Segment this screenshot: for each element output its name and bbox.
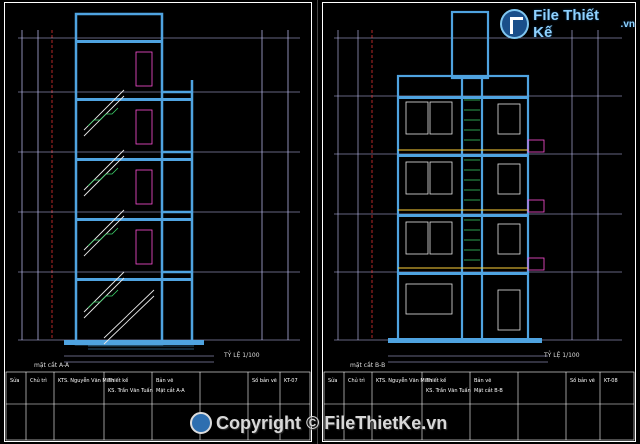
brand-name: File Thiết Kế (533, 7, 600, 41)
section-caption: mặt cắt B-B (350, 362, 386, 369)
title-cell: Mặt cắt A-A (156, 388, 185, 394)
drawing-sheet-left[interactable]: mặt cắt A-A TỶ LỆ 1/100 Sửa Chủ trì KTS.… (4, 0, 312, 444)
title-cell: KT-08 (604, 378, 618, 384)
title-cell: Bản vẽ (156, 378, 174, 384)
drawing-sheet-right[interactable]: mặt cắt B-B TỶ LỆ 1/100 Sửa Chủ trì KTS.… (322, 0, 636, 444)
title-cell: KS. Trần Văn Tuấn (426, 388, 471, 394)
title-cell: Số bản vẽ (570, 378, 595, 384)
title-cell: KS. Trần Văn Tuấn (108, 388, 153, 394)
sheet-frame (4, 2, 312, 442)
section-caption: mặt cắt A-A (34, 362, 70, 369)
section-b-drawing (323, 10, 635, 441)
footer-watermark: Copyright © FileThietKe.vn (190, 412, 447, 434)
title-cell: Thiết kế (108, 378, 129, 384)
copyright-text: Copyright © FileThietKe.vn (216, 412, 448, 433)
title-cell: Thiết kế (426, 378, 447, 384)
title-cell: Mặt cắt B-B (474, 388, 503, 394)
brand-logo-icon (500, 9, 530, 39)
scale-note: TỶ LỆ 1/100 (224, 352, 260, 359)
brand-logo-icon (190, 412, 212, 434)
section-a-drawing (5, 12, 311, 441)
sheet-frame (322, 2, 636, 442)
title-cell: Số bản vẽ (252, 378, 277, 384)
title-cell: KTS. Nguyễn Văn Minh (376, 378, 433, 384)
title-cell: Chủ trì (348, 378, 365, 384)
brand-domain: .vn (620, 18, 635, 30)
watermark-badge: File Thiết Kế .vn (500, 6, 635, 42)
title-cell: Sửa (328, 378, 338, 384)
scale-note: TỶ LỆ 1/100 (544, 352, 580, 359)
sheet-divider (317, 0, 318, 444)
title-cell: KTS. Nguyễn Văn Minh (58, 378, 115, 384)
title-cell: KT-07 (284, 378, 298, 384)
title-cell: Bản vẽ (474, 378, 492, 384)
title-cell: Chủ trì (30, 378, 47, 384)
title-cell: Sửa (10, 378, 20, 384)
